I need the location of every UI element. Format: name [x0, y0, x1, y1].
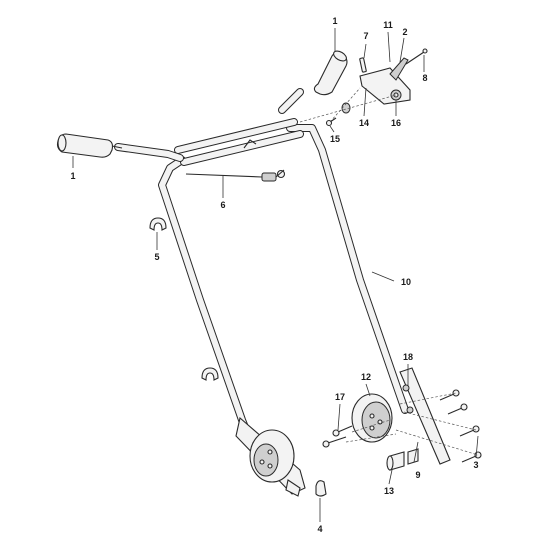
callout-5: 5: [154, 252, 159, 262]
callout-6: 6: [220, 200, 225, 210]
wheel-right-assembly: [322, 367, 482, 471]
callout-leaders: [72, 28, 479, 522]
callout-16: 16: [391, 118, 401, 128]
callout-13: 13: [384, 486, 394, 496]
callout-17: 17: [335, 392, 345, 402]
callout-18: 18: [403, 352, 413, 362]
callout-3: 3: [473, 460, 478, 470]
callout-1-top: 1: [332, 16, 337, 26]
assembly-lines: [299, 87, 479, 456]
callout-4: 4: [317, 524, 322, 534]
clamp-lower: [201, 367, 219, 381]
throttle-cable: [185, 169, 286, 182]
callout-9: 9: [415, 470, 420, 480]
callout-labels: 1 1 7 11 2 8 14 16 15 6 5 10 18 12 17 3 …: [70, 16, 478, 534]
callout-10: 10: [401, 277, 411, 287]
callout-2: 2: [402, 27, 407, 37]
clip-4: [315, 480, 327, 497]
grip-right: [313, 50, 348, 96]
grip-left: [56, 133, 123, 158]
callout-8: 8: [422, 73, 427, 83]
callout-12: 12: [361, 372, 371, 382]
clamp-upper: [149, 217, 167, 231]
callout-7: 7: [363, 31, 368, 41]
handle-frame: [114, 88, 409, 444]
callout-15: 15: [330, 134, 340, 144]
wheel-left: [235, 416, 306, 497]
callout-11: 11: [383, 20, 393, 30]
callout-14: 14: [359, 118, 369, 128]
callout-1-left: 1: [70, 171, 75, 181]
